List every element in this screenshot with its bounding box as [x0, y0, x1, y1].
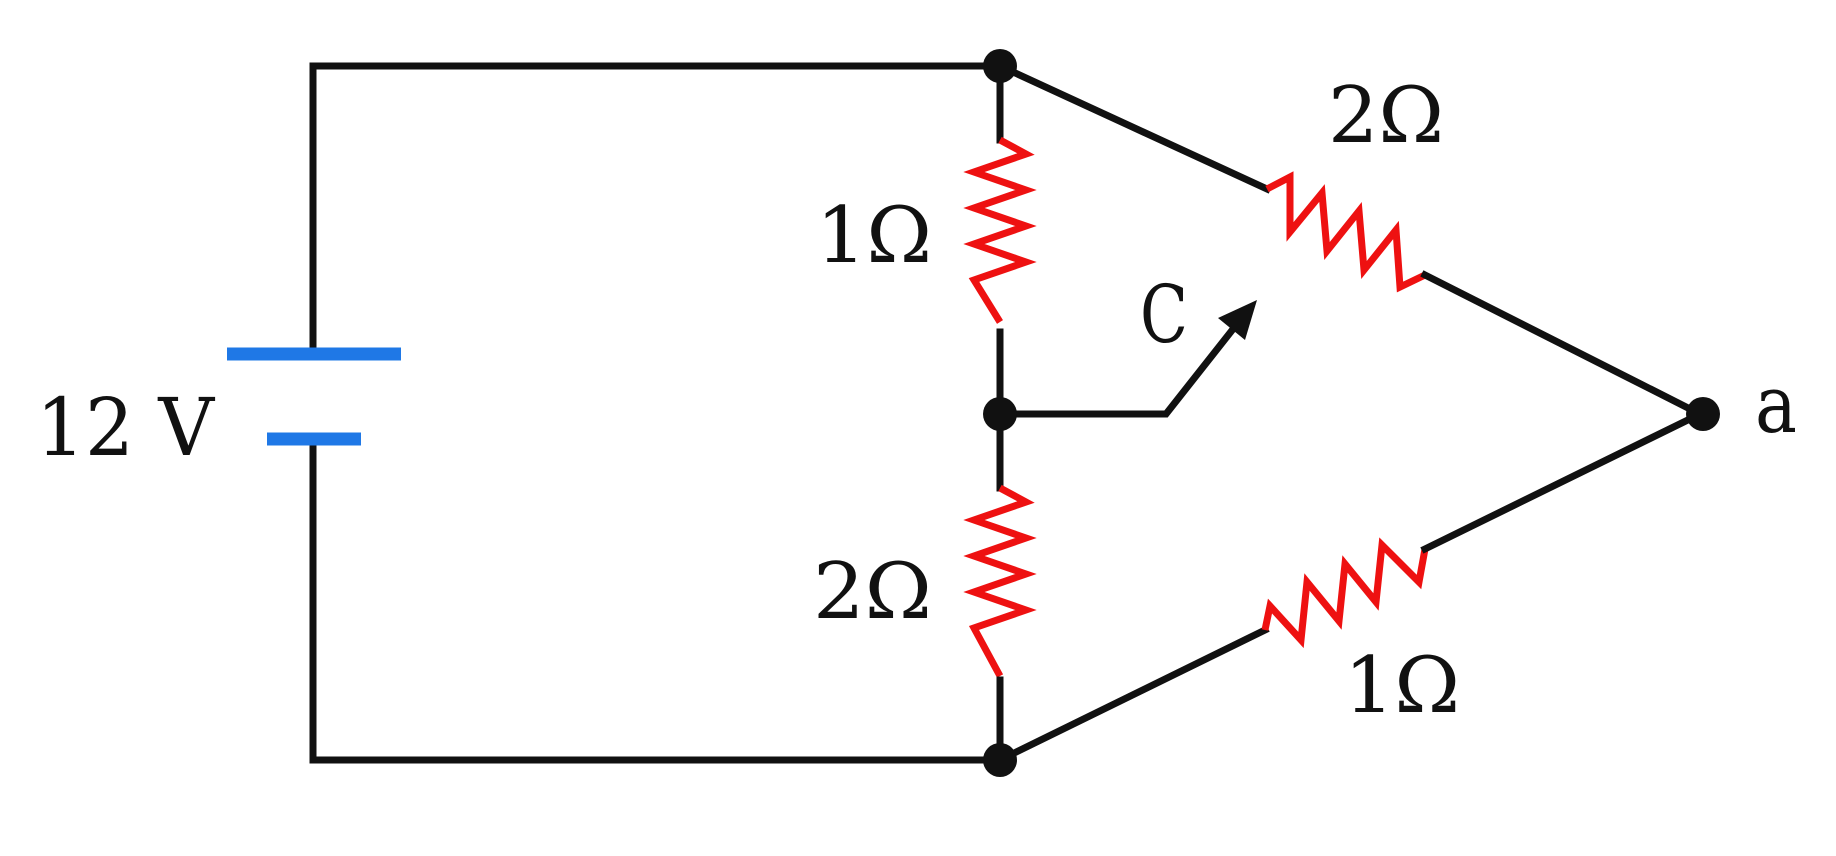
- wire-lower-diagonal-start: [995, 625, 1270, 765]
- wire-bottom-left: [309, 438, 1004, 764]
- resistor-bottom-vertical-label: 2Ω: [813, 547, 932, 637]
- resistor-bottom-vertical: [963, 484, 1037, 678]
- resistor-bottom-diagonal-label: 1Ω: [1344, 641, 1460, 731]
- node-top: [983, 49, 1017, 83]
- node-bottom: [983, 743, 1017, 777]
- resistor-top-diagonal: [1265, 171, 1427, 293]
- wire-upper-diagonal-start: [995, 61, 1272, 194]
- resistor-top-vertical-label: 1Ω: [816, 191, 932, 281]
- wire-top-left: [309, 62, 1004, 354]
- switch: [996, 300, 1257, 418]
- resistor-top-diagonal-label: 2Ω: [1328, 71, 1444, 161]
- main-loop-wires: [309, 62, 1004, 764]
- resistor-top-vertical: [963, 136, 1037, 324]
- wire-lower-diagonal-end: [1420, 409, 1705, 554]
- switch-wire: [996, 319, 1242, 418]
- wire-upper-diagonal-end: [1420, 270, 1705, 419]
- battery-label: 12 V: [36, 381, 215, 474]
- node-middle: [983, 397, 1017, 431]
- resistor-bottom-diagonal: [1261, 537, 1429, 649]
- terminal-label: a: [1755, 358, 1797, 451]
- node-a: [1686, 397, 1720, 431]
- upper-diagonal-branch: [995, 61, 1705, 419]
- lower-diagonal-branch: [995, 409, 1705, 765]
- switch-label: C: [1140, 268, 1188, 361]
- switch-arrowhead-icon: [1218, 300, 1257, 340]
- battery: [227, 347, 401, 446]
- junction-nodes: [983, 49, 1720, 777]
